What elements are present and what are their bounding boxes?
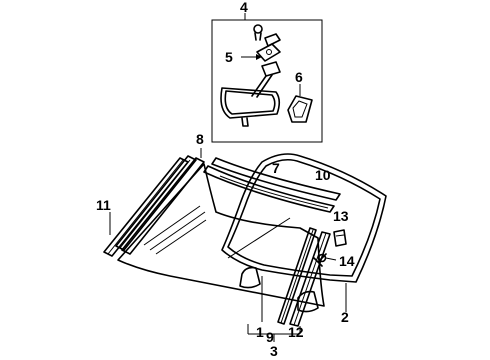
windshield-glass (117, 163, 325, 322)
mirror-cover (264, 33, 281, 47)
clip (313, 253, 337, 267)
callout-14: 14 (339, 253, 355, 269)
side-moulding-left (115, 148, 205, 255)
callout-1: 1 (256, 324, 264, 340)
bracket (333, 229, 347, 247)
callout-4: 4 (240, 0, 248, 15)
callout-9: 9 (266, 329, 274, 345)
mirror-group-frame (211, 19, 323, 143)
sensor-pad-left (239, 266, 261, 289)
pillar-trim-strip (103, 157, 189, 257)
pillar-seal-strip-9 (277, 227, 317, 325)
upper-moulding (203, 157, 341, 213)
callout-3: 3 (270, 343, 278, 359)
sensor-pad-right (297, 290, 319, 313)
mirror-pad (287, 95, 313, 123)
callout-10: 10 (315, 167, 331, 183)
callout-7: 7 (272, 160, 280, 176)
callout-13: 13 (333, 208, 349, 224)
callout-12: 12 (288, 324, 304, 340)
callout-5: 5 (225, 49, 233, 65)
rear-view-mirror (220, 87, 281, 127)
mirror-mount-base (256, 43, 281, 62)
callout-2: 2 (341, 309, 349, 325)
callout-3-bracket (247, 324, 301, 342)
mirror-screw (253, 24, 263, 41)
callout-11: 11 (96, 197, 111, 213)
callout-6: 6 (295, 69, 303, 85)
callout-8: 8 (196, 131, 204, 147)
mirror-group (211, 13, 323, 143)
